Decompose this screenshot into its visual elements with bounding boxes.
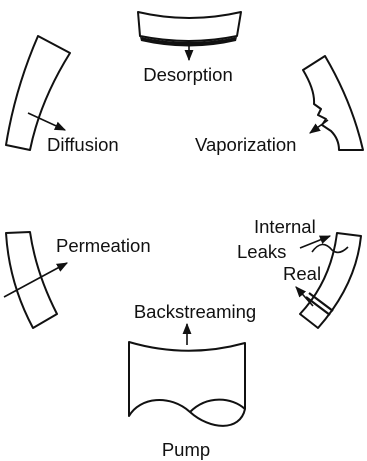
pump-body xyxy=(128,341,246,427)
real-leak-arrow xyxy=(295,286,314,307)
internal-leak-arrow xyxy=(299,235,332,249)
desorption-label: Desorption xyxy=(143,64,232,85)
internal-label: Internal xyxy=(254,216,316,237)
permeation-label: Permeation xyxy=(56,235,151,256)
backstreaming-label: Backstreaming xyxy=(134,301,256,322)
leaks-wall-segment xyxy=(299,232,362,329)
real-leak-crack xyxy=(305,292,334,316)
vaporization-arrow xyxy=(309,119,329,134)
real-label: Real xyxy=(283,263,321,284)
internal-leak-channel xyxy=(311,243,349,254)
leaks-label: Leaks xyxy=(237,241,286,262)
permeation-wall-segment xyxy=(5,231,58,329)
diffusion-label: Diffusion xyxy=(47,134,119,155)
diffusion-arrow xyxy=(27,112,67,131)
vaporization-label: Vaporization xyxy=(195,134,296,155)
permeation-arrow xyxy=(3,262,68,298)
pump-label: Pump xyxy=(162,439,210,460)
desorption-wall-segment xyxy=(137,11,242,47)
diffusion-wall-segment xyxy=(5,35,71,151)
vaporization-wall-segment xyxy=(302,55,364,151)
adsorbed-layer xyxy=(140,37,237,47)
